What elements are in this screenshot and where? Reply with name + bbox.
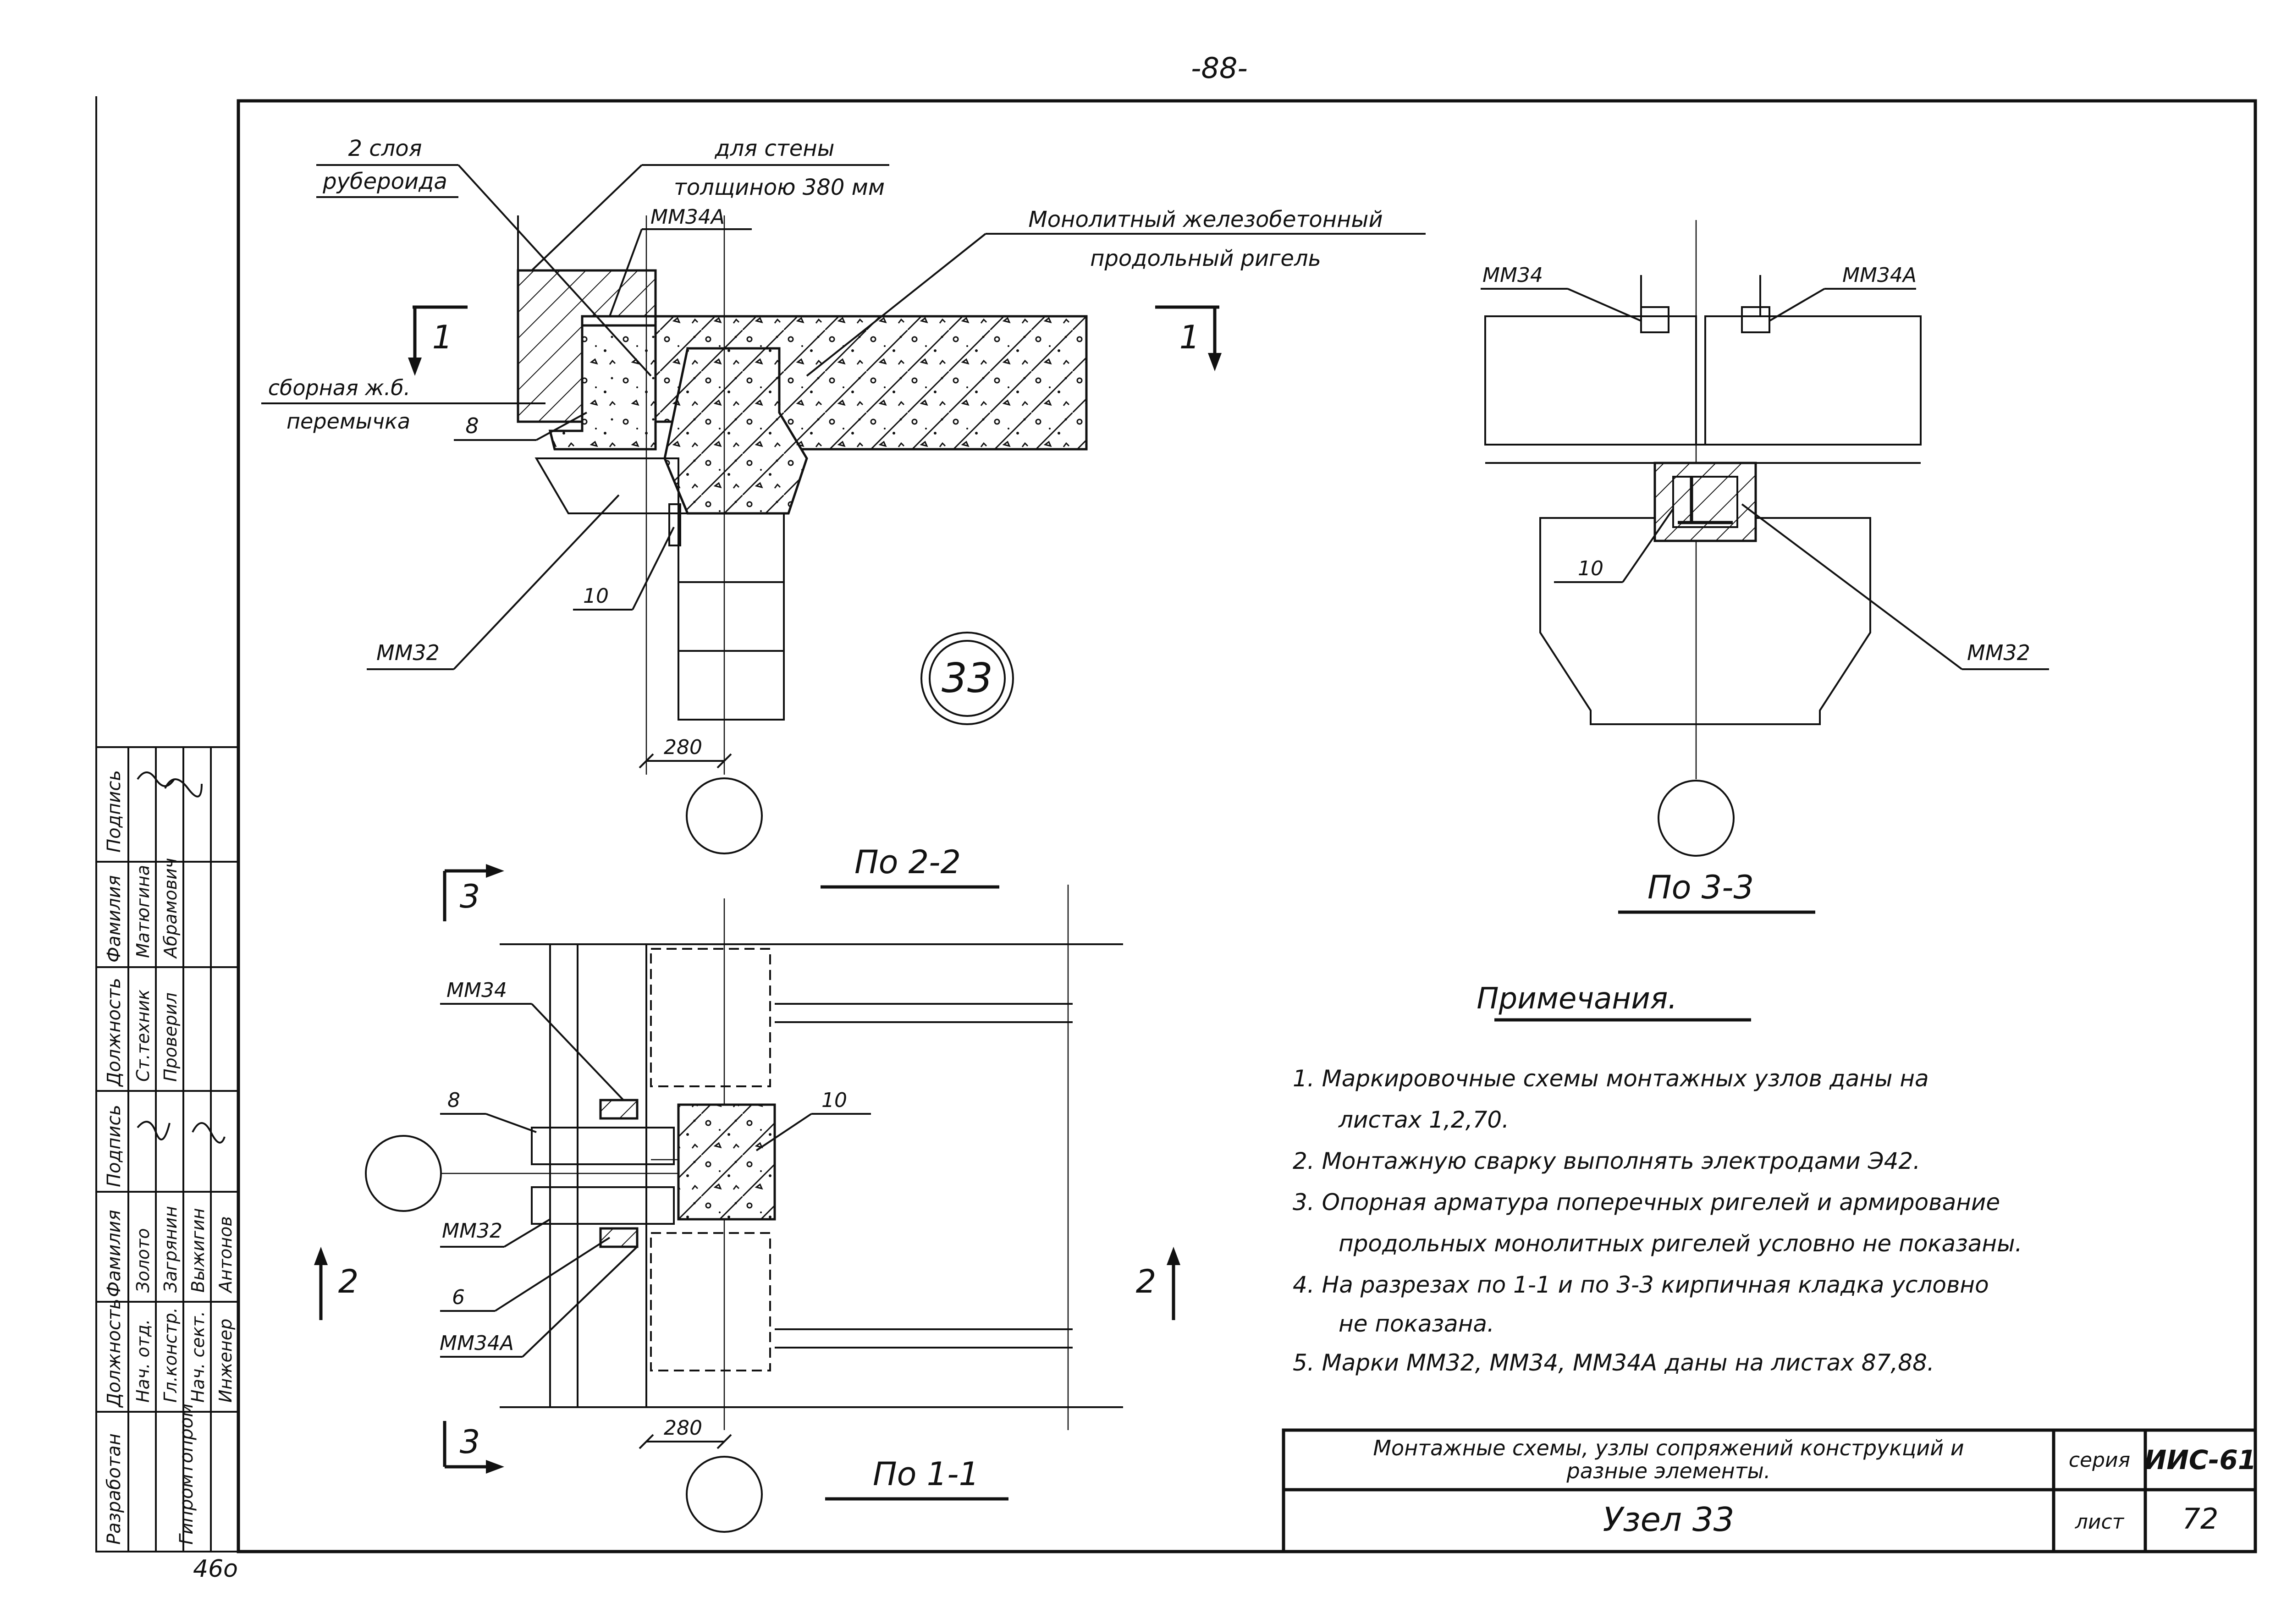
page-number: -88- bbox=[1191, 51, 1248, 85]
tb-list-label: лист bbox=[2075, 1510, 2125, 1534]
brick-wall-hatch bbox=[517, 269, 657, 423]
stamp-header-5: Фамилия bbox=[104, 875, 125, 963]
section-2-left: 2 bbox=[338, 1263, 359, 1300]
tb-title: Узел 33 bbox=[1603, 1500, 1735, 1539]
tb-seria-label: серия bbox=[2069, 1448, 2130, 1472]
stamp-row-3-position: Инженер bbox=[215, 1319, 236, 1403]
view-title-3-3: По 3-3 bbox=[1647, 869, 1754, 906]
section-2-right: 2 bbox=[1136, 1263, 1157, 1300]
column-bracket bbox=[663, 347, 808, 515]
callout-roofing-2: рубероида bbox=[322, 169, 447, 194]
callout-10: 10 bbox=[583, 584, 609, 608]
view-title-2-2: По 2-2 bbox=[854, 843, 961, 881]
stamp-header-6: Подпись bbox=[104, 770, 125, 853]
tb-seria-value: ИИС-61 bbox=[2144, 1444, 2256, 1475]
note-line-5: продольных монолитных ригелей условно не… bbox=[1339, 1230, 2022, 1257]
concrete-node-1-1 bbox=[677, 1103, 776, 1221]
stamp-row-1-name: Загрянин bbox=[160, 1206, 181, 1293]
callout-wall-2: толщиною 380 мм bbox=[674, 175, 885, 200]
left-girder-3-3 bbox=[1484, 315, 1697, 446]
axis-circle-3-3 bbox=[1658, 780, 1735, 857]
note-line-6: 4. На разрезах по 1-1 и по 3-3 кирпичная… bbox=[1293, 1272, 1989, 1298]
stamp-org-1: Разработан bbox=[104, 1433, 125, 1545]
note-line-8: 5. Марки ММ32, ММ34, ММ34А даны на листа… bbox=[1293, 1349, 1934, 1376]
stamp-row-2-name: Выжигин bbox=[188, 1208, 208, 1293]
note-line-2: листах 1,2,70. bbox=[1338, 1107, 1509, 1133]
callout-roofing-1: 2 слоя bbox=[348, 136, 422, 161]
view-2-2: 280 2 слоя рубероида для стены толщиною … bbox=[261, 136, 1426, 889]
notes: Примечания. 1. Маркировочные схемы монта… bbox=[1293, 982, 2022, 1376]
sheet-mark-inner bbox=[929, 640, 1006, 717]
section-1-right: 1 bbox=[1179, 319, 1200, 356]
callout-8: 8 bbox=[465, 413, 479, 438]
title-block: Монтажные схемы, узлы сопряжений констру… bbox=[1282, 1428, 2257, 1553]
column-head-3-3 bbox=[1653, 462, 1757, 542]
column-corbel-3-3 bbox=[1539, 517, 1871, 725]
axis-circle-1-1-bottom bbox=[686, 1456, 763, 1533]
callout-mm32-3-3: ММ32 bbox=[1967, 640, 2030, 665]
stamp-header-2: Фамилия bbox=[104, 1210, 125, 1297]
signature-1 bbox=[137, 771, 175, 787]
section-1-left: 1 bbox=[432, 319, 453, 356]
callout-6-1-1: 6 bbox=[452, 1286, 465, 1309]
callout-lintel-1: сборная ж.б. bbox=[268, 375, 411, 400]
note-line-7: не показана. bbox=[1339, 1310, 1494, 1337]
stamp-row2-0-name: Матюгина bbox=[133, 865, 153, 958]
column-body bbox=[678, 512, 785, 721]
lower-lintel bbox=[534, 457, 679, 514]
notes-heading: Примечания. bbox=[1477, 982, 1677, 1016]
stamp-row2-1-name: Абрамович bbox=[160, 858, 181, 959]
tb-list-value: 72 bbox=[2182, 1502, 2219, 1536]
tb-description-2: разные элементы. bbox=[1566, 1459, 1771, 1483]
note-line-3: 2. Монтажную сварку выполнять электродам… bbox=[1293, 1148, 1920, 1174]
callout-lintel-2: перемычка bbox=[286, 409, 410, 434]
welded-plate bbox=[668, 503, 681, 546]
stamp-row-0-name: Золото bbox=[133, 1228, 153, 1293]
view-1-1: 280 ММ34 8 10 ММ32 6 ММ34А 3 3 2 bbox=[314, 864, 1180, 1533]
bottom-note: 46о bbox=[193, 1555, 238, 1583]
sheet-mark-outer bbox=[920, 632, 1014, 725]
callout-8-1-1: 8 bbox=[447, 1089, 460, 1112]
callout-mm32: ММ32 bbox=[376, 640, 440, 665]
stamp-org-2: Гипромтопром bbox=[176, 1404, 197, 1545]
stamp-row-3-name: Антонов bbox=[215, 1216, 236, 1294]
stamp-row-1-position: Гл.констр. bbox=[160, 1307, 181, 1403]
callout-10-1-1: 10 bbox=[821, 1089, 847, 1112]
section-3-bottom: 3 bbox=[460, 1423, 480, 1461]
signature-4 bbox=[192, 1122, 226, 1144]
side-stamp: Подпись Фамилия Должность Подпись Фамили… bbox=[95, 746, 239, 1552]
stamp-header-4: Должность bbox=[104, 978, 125, 1087]
callout-monolithic-1: Монолитный железобетонный bbox=[1028, 207, 1383, 232]
stamp-row-2-position: Нач. сект. bbox=[188, 1311, 208, 1403]
note-line-1: 1. Маркировочные схемы монтажных узлов д… bbox=[1293, 1065, 1929, 1092]
note-line-4: 3. Опорная арматура поперечных ригелей и… bbox=[1293, 1189, 2000, 1216]
stamp-header-3: Подпись bbox=[104, 1105, 125, 1187]
stamp-row2-0-position: Ст.техник bbox=[133, 990, 153, 1082]
callout-mm34a-top: ММ34А bbox=[650, 205, 725, 229]
stamp-row2-1-position: Проверил bbox=[160, 992, 181, 1082]
callout-mm34a-1-1: ММ34А bbox=[440, 1332, 514, 1355]
callout-wall-1: для стены bbox=[714, 136, 834, 161]
dim-280: 280 bbox=[664, 736, 702, 759]
callout-mm34a-3-3: ММ34А bbox=[1842, 264, 1917, 287]
signature-3 bbox=[137, 1121, 171, 1140]
view-3-3: ММ34 ММ34А 10 ММ32 По 3-3 bbox=[1481, 220, 2049, 914]
tb-description-1: Монтажные схемы, узлы сопряжений констру… bbox=[1373, 1436, 1964, 1460]
callout-mm34-1-1: ММ34 bbox=[446, 979, 507, 1002]
axis-circle-1-1-left bbox=[365, 1135, 442, 1212]
stamp-row-0-position: Нач. отд. bbox=[133, 1319, 153, 1403]
stamp-header-1: Должность bbox=[104, 1299, 125, 1408]
callout-monolithic-2: продольный ригель bbox=[1090, 246, 1321, 271]
axis-circle bbox=[686, 777, 763, 854]
view-title-1-1: По 1-1 bbox=[873, 1455, 979, 1493]
callout-mm34-3-3: ММ34 bbox=[1482, 264, 1543, 287]
section-3-top: 3 bbox=[460, 878, 480, 915]
callout-mm32-1-1: ММ32 bbox=[442, 1219, 502, 1243]
right-girder-3-3 bbox=[1704, 315, 1922, 446]
dim-280-1-1: 280 bbox=[664, 1416, 702, 1440]
callout-10-3-3: 10 bbox=[1578, 557, 1603, 580]
sheet-mark: 33 bbox=[942, 655, 993, 702]
signature-2 bbox=[164, 778, 203, 798]
